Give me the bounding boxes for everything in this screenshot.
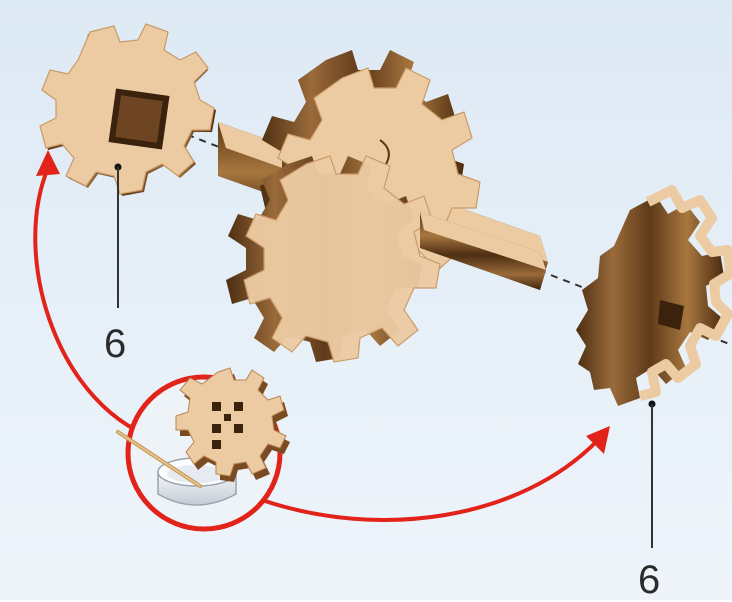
right-gear-piece [576, 185, 732, 406]
center-cross-piece [218, 50, 548, 363]
toothpick-icon [116, 430, 202, 488]
right-leader-line [648, 400, 656, 548]
left-gear-piece [39, 23, 216, 196]
arrow-to-right-gear [261, 426, 610, 522]
arrow-to-left-gear [33, 150, 161, 442]
left-leader-line [114, 163, 122, 308]
left-part-number: 6 [104, 322, 127, 366]
right-part-number: 6 [638, 558, 661, 602]
gear-piece-icon [175, 367, 290, 482]
glue-detail-callout [116, 367, 290, 532]
